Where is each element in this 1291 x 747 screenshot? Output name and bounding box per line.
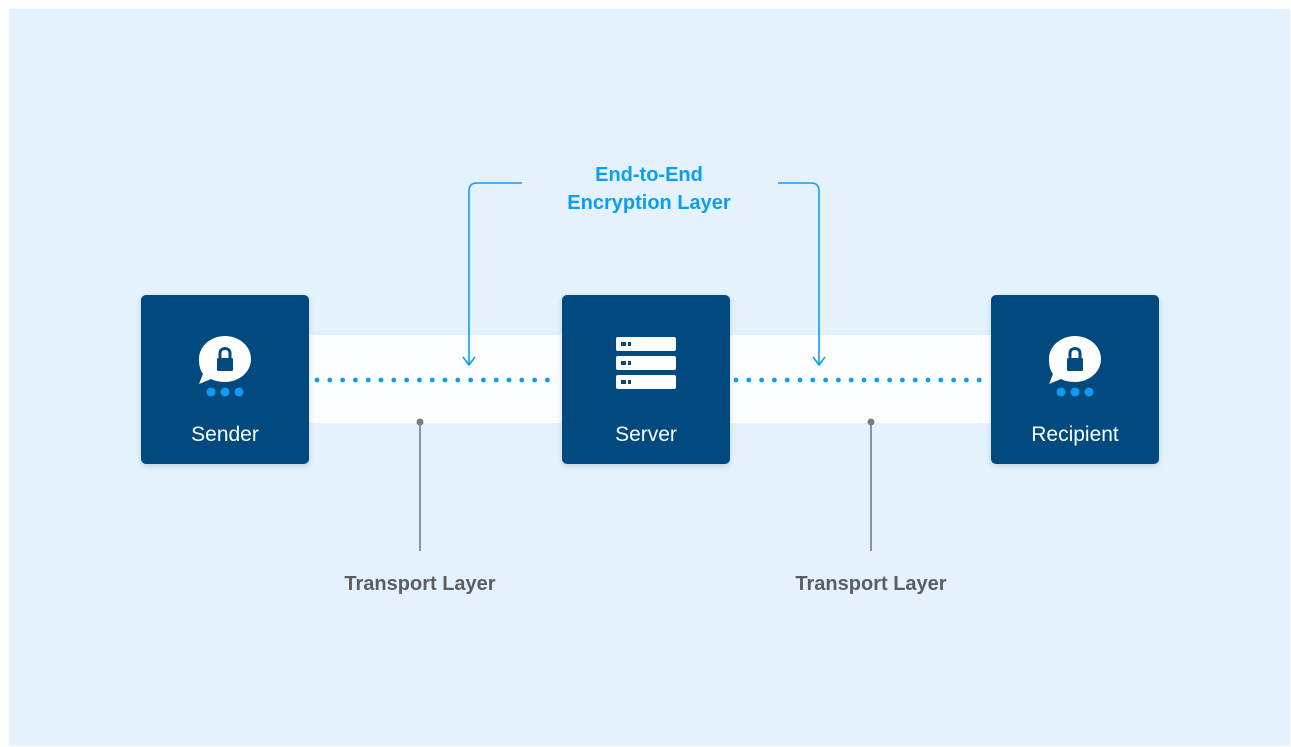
link-dot [900,377,905,383]
encryption-bracket-right [778,182,820,364]
dotted-link-right [733,377,982,383]
link-dot [545,377,550,383]
link-dot [772,377,777,383]
link-dot [759,377,764,383]
encryption-layer-label: End-to-End Encryption Layer [529,161,769,217]
transport-layer-label-right: Transport Layer [795,573,947,595]
connector-lines [314,182,982,551]
link-dot [314,377,320,383]
node-recipient: Recipient [991,295,1159,464]
link-dot [468,377,473,383]
encryption-layer-line1: End-to-End [595,164,703,186]
link-dot [925,377,931,383]
link-dot [746,377,752,383]
link-dot [493,377,499,383]
link-dot [481,377,486,383]
link-dot [810,377,816,383]
diagram-canvas: Sender Server Recipient End-to-En [9,9,1290,746]
link-dot [836,377,841,383]
encryption-bracket-left [468,182,522,364]
arrow-down-icon [812,356,826,367]
link-dot [506,377,512,383]
transport-layer-label-left: Transport Layer [344,573,496,595]
link-dot [442,377,448,383]
node-label-sender: Sender [191,423,259,446]
link-dot [951,377,956,383]
link-dot [976,377,982,383]
link-dot [404,377,409,383]
secure-chat-icon [199,336,251,397]
node-label-recipient: Recipient [1031,423,1119,446]
node-label-server: Server [615,423,677,446]
arrow-down-icon [462,356,476,367]
node-server: Server [562,295,730,464]
link-dot [429,377,435,383]
server-icon [616,337,676,389]
link-dot [797,377,803,383]
link-dot [378,377,384,383]
node-sender: Sender [141,295,309,464]
link-dot [912,377,918,383]
dotted-link-left [314,377,550,383]
link-dot [784,377,790,383]
link-dot [848,377,854,383]
link-dot [874,377,880,383]
link-dot [964,377,969,383]
link-dot [938,377,944,383]
link-dot [455,377,461,383]
link-dot [532,377,537,383]
link-dot [861,377,867,383]
link-dot [327,377,333,383]
secure-chat-icon [1049,336,1101,397]
link-dot [340,377,345,383]
link-dot [417,377,422,383]
link-dot [823,377,828,383]
link-dot [391,377,397,383]
link-dot [519,377,525,383]
link-dot [365,377,371,383]
link-dot [887,377,892,383]
link-dot [733,377,739,383]
encryption-layer-line2: Encryption Layer [567,192,731,214]
link-dot [353,377,358,383]
